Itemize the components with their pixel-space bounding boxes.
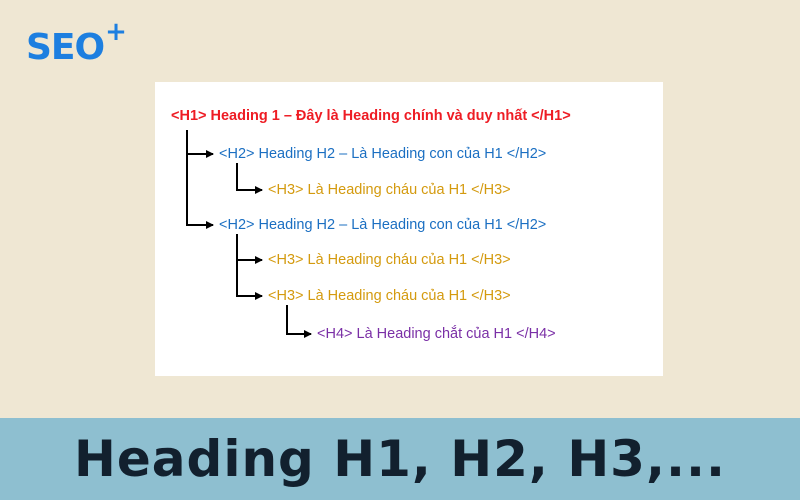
heading-h2: <H2> Heading H2 – Là Heading con của H1 …: [219, 146, 547, 162]
connector-h2-h3-a: [236, 163, 263, 194]
heading-h3: <H3> Là Heading cháu của H1 </H3>: [268, 288, 511, 304]
title-banner: Heading H1, H2, H3,...: [0, 418, 800, 500]
connector-h1-h2-a: [186, 130, 214, 158]
heading-h2: <H2> Heading H2 – Là Heading con của H1 …: [219, 217, 547, 233]
heading-h4: <H4> Là Heading chắt của H1 </H4>: [317, 326, 556, 342]
heading-h3: <H3> Là Heading cháu của H1 </H3>: [268, 252, 511, 268]
heading-h3: <H3> Là Heading cháu của H1 </H3>: [268, 182, 511, 198]
heading-h1: <H1> Heading 1 – Đây là Heading chính và…: [171, 108, 571, 124]
connector-h1-h2-b: [186, 154, 214, 229]
connector-h2-h3-b: [236, 234, 263, 264]
connector-lines: [186, 130, 312, 338]
connector-h2-h3-c: [236, 260, 263, 300]
banner-title: Heading H1, H2, H3,...: [74, 430, 726, 488]
heading-hierarchy-diagram: <H1> Heading 1 – Đây là Heading chính và…: [155, 82, 663, 376]
seo-plus-logo: SEO+: [26, 17, 127, 68]
connector-h3-h4: [286, 305, 312, 338]
